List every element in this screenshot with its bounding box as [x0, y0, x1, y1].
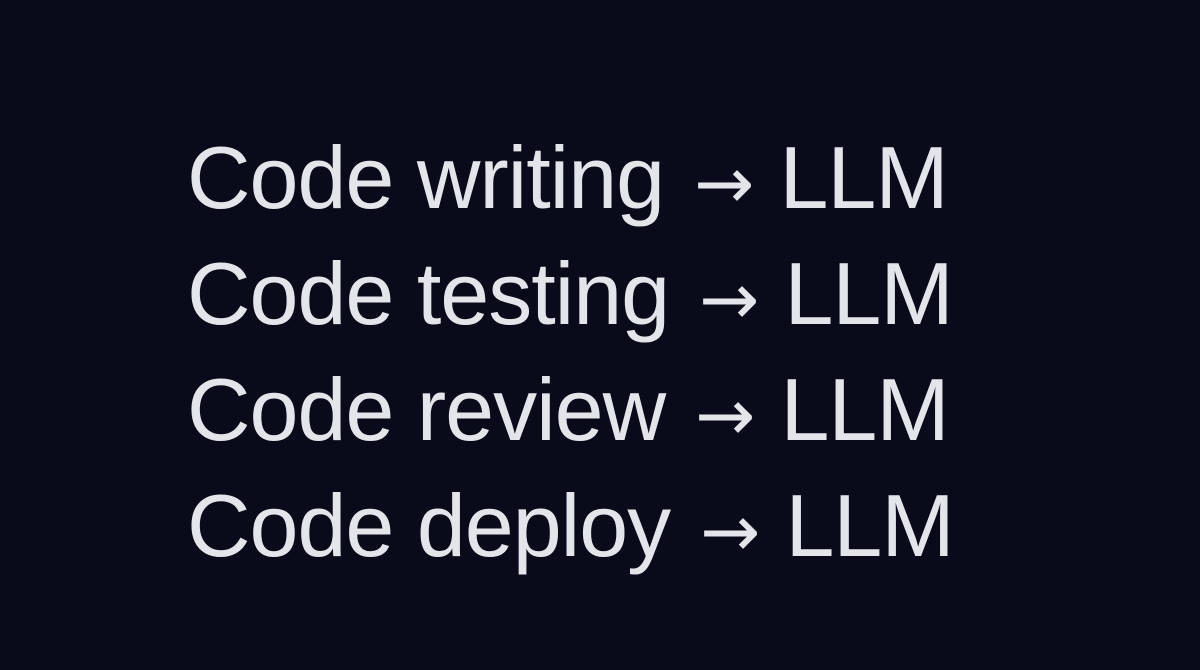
task-list: Code writing → LLM Code testing → LLM Co… — [187, 120, 955, 584]
target-label: LLM — [784, 244, 953, 343]
arrow-right-icon: → — [700, 489, 760, 573]
task-label: Code review — [187, 360, 666, 459]
arrow-right-icon: → — [699, 257, 759, 341]
arrow-right-icon: → — [694, 141, 754, 225]
task-label: Code deploy — [187, 476, 671, 575]
task-line-testing: Code testing → LLM — [187, 236, 954, 352]
target-label: LLM — [779, 128, 948, 227]
task-label: Code writing — [187, 128, 665, 227]
task-label: Code testing — [187, 244, 670, 343]
task-line-review: Code review → LLM — [187, 352, 954, 468]
arrow-right-icon: → — [695, 373, 755, 457]
task-line-deploy: Code deploy → LLM — [187, 468, 955, 584]
target-label: LLM — [780, 360, 949, 459]
task-line-writing: Code writing → LLM — [187, 120, 954, 236]
target-label: LLM — [785, 476, 954, 575]
